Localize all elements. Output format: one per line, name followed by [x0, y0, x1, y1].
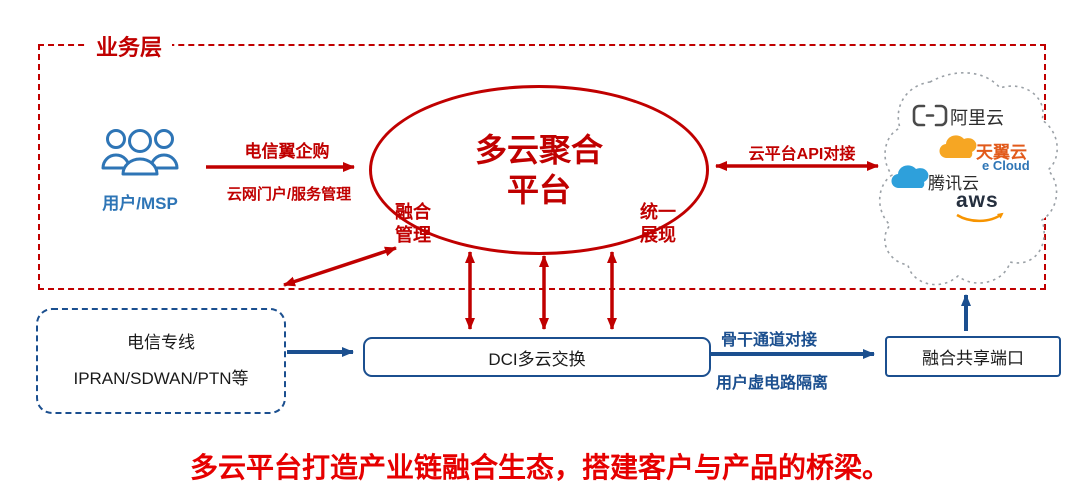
- diagram-arrows: [206, 161, 971, 359]
- platform-ellipse: 多云聚合 平台: [369, 85, 709, 255]
- arrow-platform-dedicated: [283, 246, 397, 287]
- dedicated-line-box: 电信专线 IPRAN/SDWAN/PTN等: [36, 308, 286, 414]
- shared-port-box: 融合共享端口: [885, 336, 1061, 377]
- edge-api-label: 云平台API对接: [748, 146, 856, 163]
- business-layer-label: 业务层: [86, 30, 173, 62]
- tianyi-cloud-icon: [939, 135, 977, 159]
- edge-backbone-label: 骨干通道对接: [721, 332, 818, 349]
- edge-isolation-label: 用户虚电路隔离: [716, 375, 829, 392]
- provider-alibaba-label: 阿里云: [950, 108, 1004, 128]
- provider-tianyi-sub-label: e Cloud: [982, 158, 1030, 173]
- footer-slogan: 多云平台打造产业链融合生态，搭建客户与产品的桥梁。: [189, 452, 890, 483]
- unified-display-label: 统一 展现: [640, 202, 676, 246]
- users-icon: [101, 129, 179, 176]
- fusion-management-label: 融合 管理: [395, 202, 431, 246]
- provider-tencent-label: 腾讯云: [928, 174, 979, 193]
- user-msp-label: 用户/MSP: [102, 194, 178, 213]
- alibaba-cloud-icon: [912, 104, 948, 127]
- dci-exchange-box: DCI多云交换: [363, 337, 711, 377]
- provider-aws-label: aws: [956, 189, 999, 212]
- edge-purchase-label: 电信翼企购: [244, 142, 330, 161]
- aws-smile-icon: [956, 212, 1004, 223]
- edge-portal-label: 云网门户/服务管理: [226, 186, 352, 203]
- tencent-cloud-icon: [891, 165, 929, 189]
- provider-tianyi-label: 天翼云: [976, 143, 1027, 162]
- platform-title: 多云聚合 平台: [474, 132, 603, 208]
